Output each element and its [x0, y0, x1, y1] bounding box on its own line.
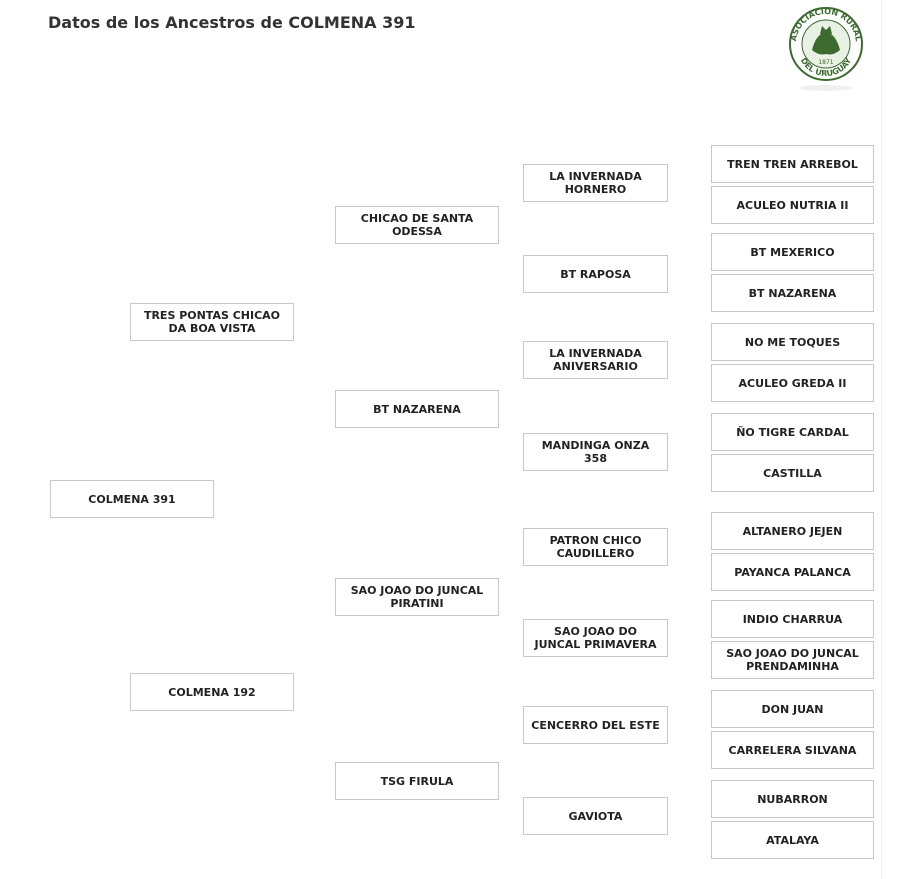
pedigree-gen4-box: ACULEO NUTRIA II	[711, 186, 874, 224]
logo-year: 1871	[818, 59, 833, 66]
pedigree-gen4-box: BT MEXERICO	[711, 233, 874, 271]
pedigree-sire: TRES PONTAS CHICAO DA BOA VISTA	[130, 303, 294, 341]
pedigree-gen4-box: NUBARRON	[711, 780, 874, 818]
pedigree-gen3-box: GAVIOTA	[523, 797, 668, 835]
pedigree-gen4-box: ÑO TIGRE CARDAL	[711, 413, 874, 451]
pedigree-gen2-box: TSG FIRULA	[335, 762, 499, 800]
pedigree-gen4-box: CASTILLA	[711, 454, 874, 492]
pedigree-gen4-box: BT NAZARENA	[711, 274, 874, 312]
pedigree-gen2-box: CHICAO DE SANTA ODESSA	[335, 206, 499, 244]
pedigree-gen4-box: ATALAYA	[711, 821, 874, 859]
pedigree-gen4-box: CARRELERA SILVANA	[711, 731, 874, 769]
pedigree-gen4-box: PAYANCA PALANCA	[711, 553, 874, 591]
right-border	[881, 0, 882, 879]
pedigree-gen4-box: ALTANERO JEJEN	[711, 512, 874, 550]
pedigree-gen3-box: LA INVERNADA HORNERO	[523, 164, 668, 202]
pedigree-gen3-box: MANDINGA ONZA 358	[523, 433, 668, 471]
pedigree-gen4-box: ACULEO GREDA II	[711, 364, 874, 402]
pedigree-gen2-box: SAO JOAO DO JUNCAL PIRATINI	[335, 578, 499, 616]
pedigree-gen3-box: LA INVERNADA ANIVERSARIO	[523, 341, 668, 379]
pedigree-gen2-box: BT NAZARENA	[335, 390, 499, 428]
pedigree-gen3-box: PATRON CHICO CAUDILLERO	[523, 528, 668, 566]
pedigree-gen4-box: INDIO CHARRUA	[711, 600, 874, 638]
pedigree-gen3-box: CENCERRO DEL ESTE	[523, 706, 668, 744]
pedigree-gen4-box: TREN TREN ARREBOL	[711, 145, 874, 183]
pedigree-gen4-box: DON JUAN	[711, 690, 874, 728]
pedigree-gen3-box: SAO JOAO DO JUNCAL PRIMAVERA	[523, 619, 668, 657]
pedigree-dam: COLMENA 192	[130, 673, 294, 711]
page-title: Datos de los Ancestros de COLMENA 391	[48, 13, 416, 32]
pedigree-gen4-box: NO ME TOQUES	[711, 323, 874, 361]
pedigree-gen4-box: SAO JOAO DO JUNCAL PRENDAMINHA	[711, 641, 874, 679]
association-seal-icon: ASOCIACION RURAL DEL URUGUAY 1871	[789, 7, 863, 91]
pedigree-subject: COLMENA 391	[50, 480, 214, 518]
pedigree-gen3-box: BT RAPOSA	[523, 255, 668, 293]
